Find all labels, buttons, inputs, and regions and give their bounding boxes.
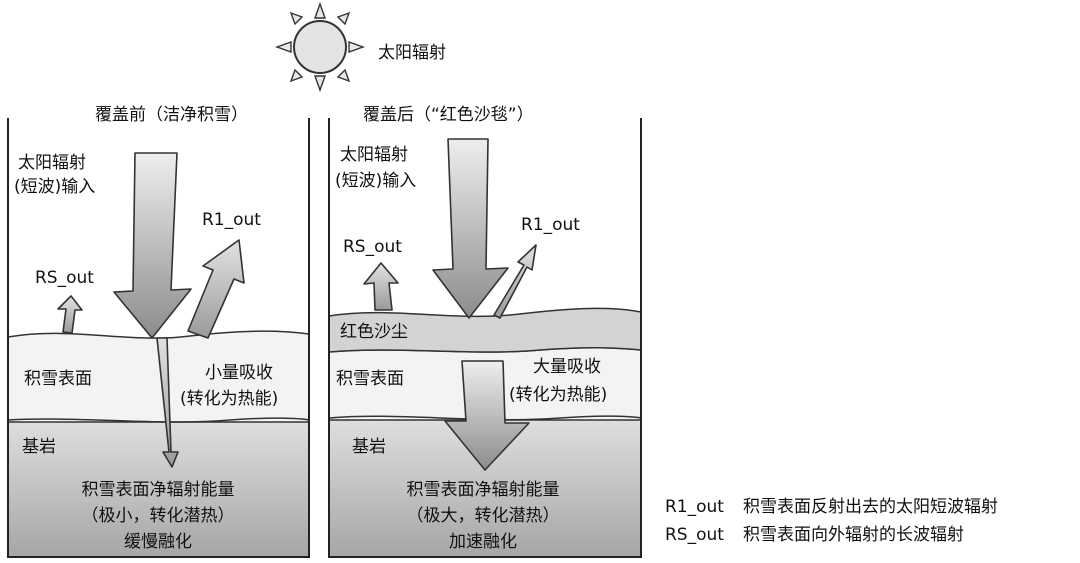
left-header: 覆盖前（洁净积雪） — [95, 105, 248, 125]
right-incoming-arrow — [432, 138, 509, 319]
left-incoming-label-1: 太阳辐射 — [18, 153, 86, 173]
right-r1-label: R1_out — [521, 215, 580, 235]
left-rs-arrow — [57, 295, 83, 334]
sun-icon — [274, 1, 366, 93]
right-snow-label: 积雪表面 — [336, 369, 404, 389]
right-absorb-label-2: (转化为热能) — [509, 385, 607, 405]
right-panel: 覆盖后（“红色沙毯”） 太阳辐射 (短波)输入 R1_out RS_out 红色… — [328, 105, 642, 558]
right-absorb-arrow — [444, 360, 530, 471]
right-net-label-3: 加速融化 — [449, 532, 517, 552]
left-penetrating-arrow — [156, 337, 179, 468]
left-net-label-2: （极小，转化潜热） — [82, 506, 235, 526]
left-bedrock-label: 基岩 — [22, 437, 56, 457]
right-incoming-label-2: (短波)输入 — [335, 171, 416, 191]
left-panel-frame — [7, 118, 310, 558]
right-rs-arrow — [363, 262, 399, 311]
left-net-label-3: 缓慢融化 — [124, 531, 192, 552]
right-incoming-label-1: 太阳辐射 — [340, 145, 408, 165]
right-rs-label: RS_out — [343, 237, 402, 257]
left-snow-layer — [7, 330, 310, 423]
right-header: 覆盖后（“红色沙毯”） — [363, 105, 534, 125]
legend: R1_out 积雪表面反射出去的太阳短波辐射 RS_out 积雪表面向外辐射的长… — [665, 497, 998, 545]
left-rs-label: RS_out — [35, 268, 94, 288]
sun-label: 太阳辐射 — [378, 43, 446, 63]
right-dust-label: 红色沙尘 — [340, 322, 408, 342]
legend-rs-key: RS_out — [665, 525, 724, 545]
left-snow-label: 积雪表面 — [24, 369, 92, 389]
left-absorb-label-1: 小量吸收 — [205, 363, 273, 383]
legend-r1-desc: 积雪表面反射出去的太阳短波辐射 — [743, 497, 998, 517]
legend-r1-key: R1_out — [665, 497, 724, 517]
right-net-label-2: （极大，转化潜热） — [407, 506, 560, 526]
left-r1-label: R1_out — [202, 210, 261, 230]
left-panel: 覆盖前（洁净积雪） 太阳辐射 (短波)输入 R1_out RS_out 积雪表面… — [7, 105, 310, 558]
left-incoming-arrow — [113, 152, 192, 339]
left-bedrock-layer — [8, 422, 309, 557]
right-net-label-1: 积雪表面净辐射能量 — [407, 480, 560, 500]
right-panel-frame — [328, 118, 642, 558]
right-r1-arrow — [493, 244, 537, 319]
left-incoming-label-2: (短波)输入 — [14, 177, 95, 197]
left-net-label-1: 积雪表面净辐射能量 — [82, 480, 235, 500]
right-bedrock-label: 基岩 — [352, 437, 386, 457]
left-absorb-label-2: (转化为热能) — [180, 389, 278, 409]
legend-rs-desc: 积雪表面向外辐射的长波辐射 — [743, 525, 964, 545]
right-absorb-label-1: 大量吸收 — [533, 357, 601, 377]
left-r1-arrow — [187, 239, 245, 339]
